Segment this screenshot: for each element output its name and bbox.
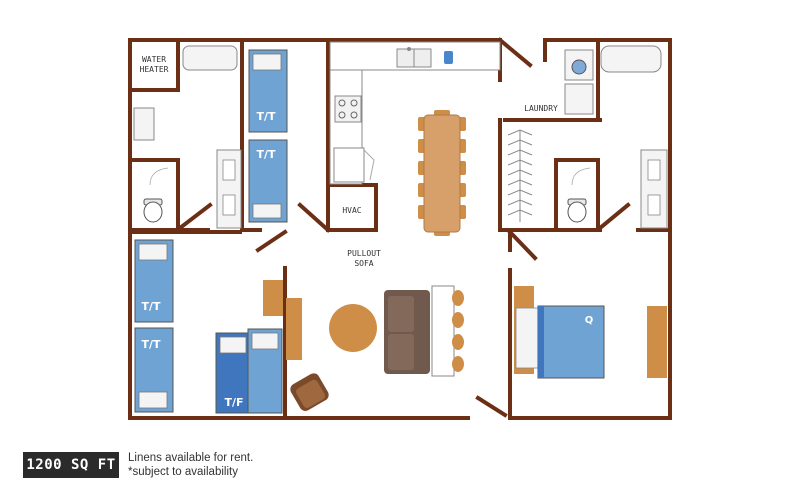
dryer bbox=[564, 83, 594, 115]
bathtub-right bbox=[600, 45, 662, 73]
kitchen bbox=[329, 41, 501, 185]
bathroom-left bbox=[133, 45, 242, 229]
refrigerator bbox=[333, 147, 365, 183]
coffee-table bbox=[329, 304, 377, 352]
square-footage-badge: 1200 SQ FT bbox=[23, 452, 119, 478]
laundry-room bbox=[564, 45, 662, 115]
pillow-2 bbox=[252, 203, 282, 219]
bunk-room-bottom bbox=[134, 239, 329, 414]
master-bedroom bbox=[514, 286, 667, 379]
armchair bbox=[290, 373, 329, 411]
linens-note: Linens available for rent. bbox=[128, 452, 254, 464]
sink-left bbox=[133, 107, 155, 141]
bathtub-left bbox=[182, 45, 238, 71]
bed-3-label: T/T bbox=[141, 300, 161, 313]
bathroom-right bbox=[567, 149, 668, 229]
bunk-room-top bbox=[248, 49, 288, 223]
dish-soap-icon bbox=[444, 51, 453, 64]
walls bbox=[128, 37, 672, 420]
bed-5-label: T/F bbox=[224, 396, 243, 409]
toilet-right bbox=[567, 198, 587, 223]
pillow-3 bbox=[138, 243, 168, 261]
laundry-label: LAUNDRY bbox=[524, 104, 558, 113]
hvac-label: HVAC bbox=[342, 206, 361, 215]
bar-counter bbox=[431, 285, 455, 377]
dresser-left bbox=[263, 280, 283, 316]
bed-1-label: T/T bbox=[256, 110, 276, 123]
closet-rack bbox=[507, 129, 533, 222]
pillow-4 bbox=[138, 391, 168, 409]
availability-note: *subject to availability bbox=[128, 466, 238, 478]
toilet-left bbox=[143, 198, 163, 223]
stove bbox=[334, 95, 362, 123]
dining-table bbox=[418, 110, 466, 236]
footer-notes: Linens available for rent. *subject to a… bbox=[128, 451, 253, 479]
living-area bbox=[329, 285, 464, 377]
bed-6-label: Q bbox=[585, 315, 594, 326]
pillow-1 bbox=[252, 53, 282, 71]
dresser-right bbox=[647, 306, 667, 378]
bed-6 bbox=[537, 305, 605, 379]
desk-left bbox=[286, 298, 302, 360]
bed-4-label: T/T bbox=[141, 338, 161, 351]
bed-2-label: T/T bbox=[256, 148, 276, 161]
